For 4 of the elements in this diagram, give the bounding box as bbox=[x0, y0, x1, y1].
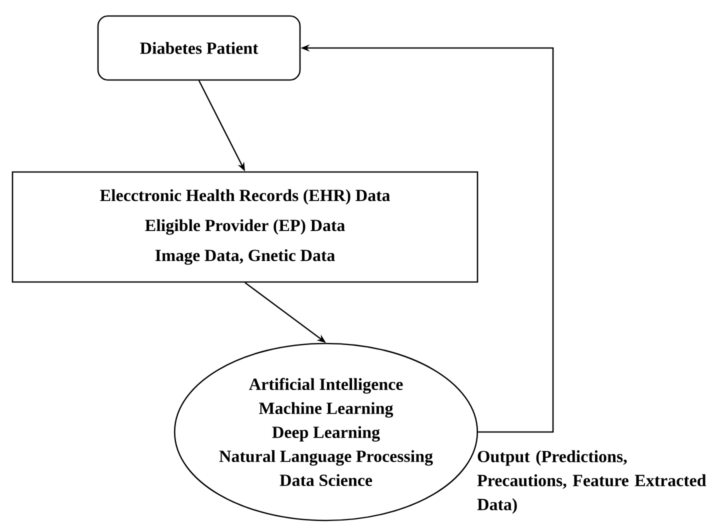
rounded-box: Diabetes Patient bbox=[97, 15, 301, 81]
edge-label: Output (Predictions, Precautions, Feature Extracted Data) bbox=[477, 450, 706, 514]
process-box: Elecctronic Health Records (EHR) Data Eligible Provider (EP) Data Image Data, Gnetic Data bbox=[12, 171, 478, 283]
ellipse-node: Artificial Intelligence Machine Learning Deep Learning Natural Language Processing Data Science bbox=[174, 342, 478, 522]
